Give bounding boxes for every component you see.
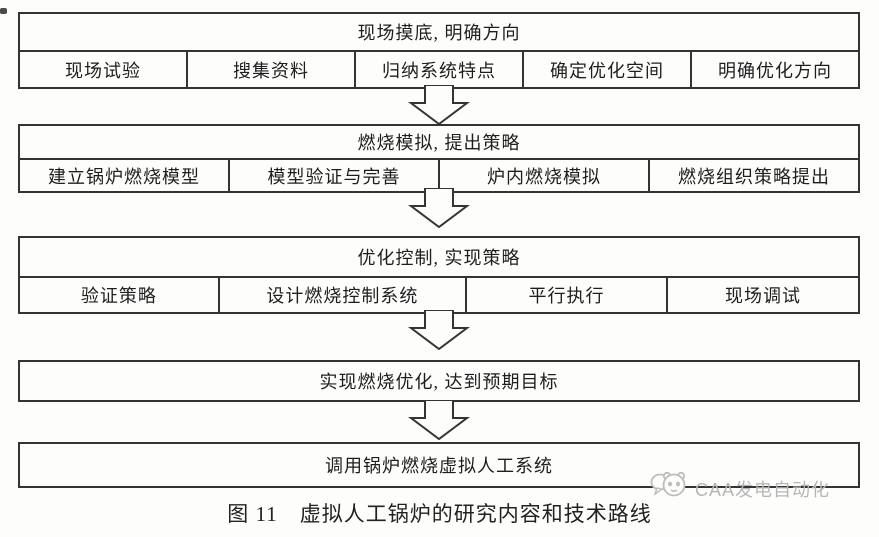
cell-collect-data: 搜集资料: [186, 52, 354, 87]
stage-simulation-box: 燃烧模拟, 提出策略 建立锅炉燃烧模型 模型验证与完善 炉内燃烧模拟 燃烧组织策…: [18, 124, 860, 193]
cell-optimization-direction: 明确优化方向: [690, 52, 858, 87]
cell-optimization-space: 确定优化空间: [522, 52, 690, 87]
cell-build-model: 建立锅炉燃烧模型: [48, 166, 200, 187]
cell-verify-strategy: 验证策略: [80, 286, 157, 306]
panda-mascot-icon: [650, 471, 686, 497]
down-arrow-icon: [408, 85, 470, 125]
cell-site-commissioning: 现场调试: [666, 278, 858, 312]
cell-furnace-simulation: 炉内燃烧模拟: [438, 160, 648, 191]
stage-achieve-optimization-title: 实现燃烧优化, 达到预期目标: [319, 372, 559, 392]
figure-caption: 图 11 虚拟人工锅炉的研究内容和技术路线: [0, 498, 879, 528]
cell-field-test: 现场试验: [65, 60, 141, 81]
cell-strategy-proposal: 燃烧组织策略提出: [648, 160, 858, 191]
watermark-text: CAA发电自动化: [695, 480, 831, 500]
cell-design-control-system: 设计燃烧控制系统: [217, 278, 465, 312]
figure-caption-label: 图 11: [227, 502, 278, 526]
stage-virtual-system-title: 调用锅炉燃烧虚拟人工系统: [325, 456, 553, 476]
stage-survey-title: 现场摸底, 明确方向: [357, 23, 521, 43]
stage-survey-cells: 现场试验 搜集资料 归纳系统特点 确定优化空间 明确优化方向: [20, 50, 858, 87]
stage-control-title: 优化控制, 实现策略: [357, 248, 521, 268]
figure-caption-text: 虚拟人工锅炉的研究内容和技术路线: [299, 502, 652, 526]
stage-simulation-cells: 建立锅炉燃烧模型 模型验证与完善 炉内燃烧模拟 燃烧组织策略提出: [20, 158, 858, 191]
stage-control-box: 优化控制, 实现策略 验证策略 设计燃烧控制系统 平行执行 现场调试: [18, 236, 860, 314]
stage-survey-box: 现场摸底, 明确方向 现场试验 搜集资料 归纳系统特点 确定优化空间 明确优化方…: [18, 12, 860, 89]
stage-virtual-system-box: 调用锅炉燃烧虚拟人工系统: [18, 442, 860, 488]
cell-model-validation: 模型验证与完善: [228, 160, 438, 191]
watermark: CAA发电自动化: [650, 470, 830, 508]
down-arrow-icon: [408, 400, 470, 440]
down-arrow-icon: [408, 188, 470, 228]
stage-achieve-optimization-box: 实现燃烧优化, 达到预期目标: [18, 360, 860, 402]
cell-parallel-execution: 平行执行: [464, 278, 666, 312]
scan-artifact: [0, 8, 7, 14]
down-arrow-icon: [408, 310, 470, 350]
cell-system-features: 归纳系统特点: [354, 52, 522, 87]
stage-control-cells: 验证策略 设计燃烧控制系统 平行执行 现场调试: [20, 276, 858, 312]
stage-simulation-title: 燃烧模拟, 提出策略: [357, 133, 521, 153]
